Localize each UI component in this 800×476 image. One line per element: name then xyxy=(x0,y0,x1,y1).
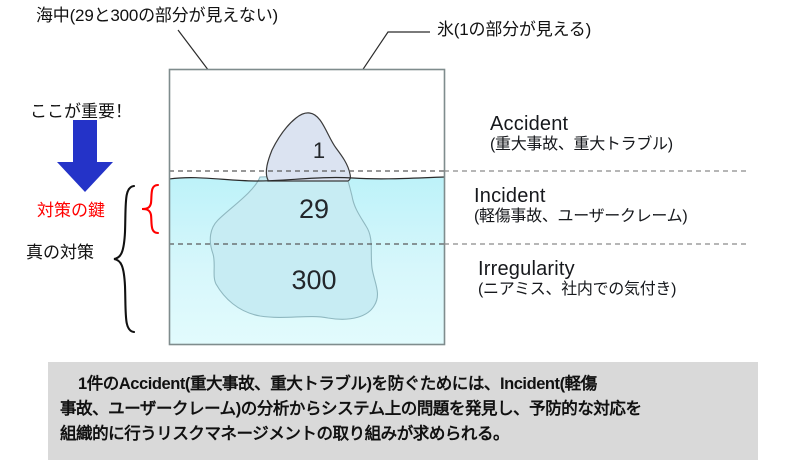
tier-irregularity-jp: (ニアミス、社内での気付き) xyxy=(478,281,677,299)
tier-accident: Accident (重大事故、重大トラブル) xyxy=(490,113,673,155)
tier-irregularity: Irregularity (ニアミス、社内での気付き) xyxy=(478,258,676,300)
number-incident: 29 xyxy=(298,194,330,224)
tier-incident-en: Incident xyxy=(474,185,546,207)
true-measure-label: 真の対策 xyxy=(26,243,94,262)
sea-annotation-label: 海中(29と300の部分が見えない) xyxy=(36,6,278,25)
summary-line-1: 1件のAccident(重大事故、重大トラブル)を防ぐためには、Incident… xyxy=(78,375,597,393)
key-measure-label: 対策の鍵 xyxy=(37,201,105,220)
number-accident: 1 xyxy=(312,138,326,163)
tier-accident-jp: (重大事故、重大トラブル) xyxy=(490,136,673,154)
tier-incident-jp: (軽傷事故、ユーザークレーム) xyxy=(474,208,688,226)
blue-down-arrow-icon xyxy=(57,120,113,192)
tier-incident: Incident (軽傷事故、ユーザークレーム) xyxy=(474,185,688,227)
summary-line-2: 事故、ユーザークレーム)の分析からシステム上の問題を発見し、予防的な対応を xyxy=(60,400,642,419)
ice-annotation-label: 氷(1の部分が見える) xyxy=(437,20,592,39)
iceberg-illustration xyxy=(168,68,446,346)
black-brace-icon xyxy=(113,184,136,334)
number-irregularity: 300 xyxy=(291,265,337,295)
red-brace-icon xyxy=(141,183,160,235)
summary-box: 1件のAccident(重大事故、重大トラブル)を防ぐためには、Incident… xyxy=(48,362,758,460)
important-note-label: ここが重要！ xyxy=(30,102,132,121)
tier-accident-en: Accident xyxy=(490,113,569,135)
tier-irregularity-en: Irregularity xyxy=(478,258,575,280)
summary-line-3: 組織的に行うリスクマネージメントの取り組みが求められる。 xyxy=(60,425,510,444)
